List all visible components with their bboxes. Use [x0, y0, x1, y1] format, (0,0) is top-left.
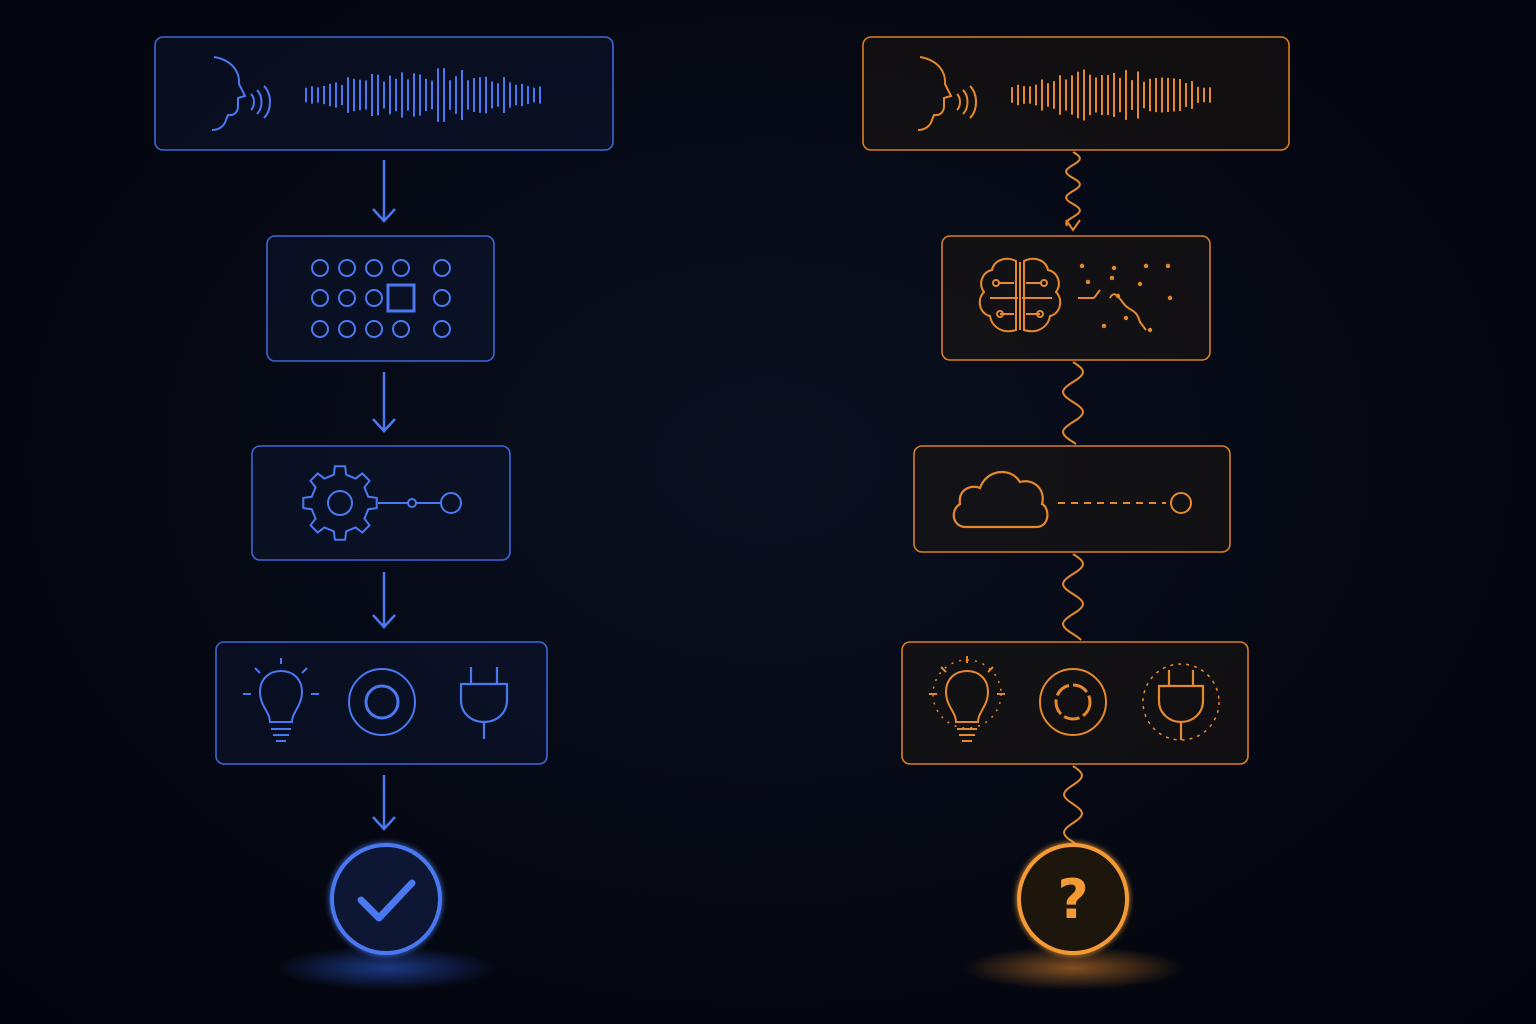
speaker-ring-icon	[1039, 668, 1107, 736]
key-dot	[338, 289, 356, 307]
success-circle	[330, 843, 442, 955]
selected-key	[386, 283, 416, 313]
check-icon	[357, 879, 416, 922]
key-dot	[311, 259, 329, 277]
key-dot	[311, 289, 329, 307]
plug-icon	[459, 667, 509, 739]
light-bulb-icon	[929, 656, 1005, 742]
right-speech-box	[862, 36, 1290, 151]
key-dot	[392, 320, 410, 338]
keypad-grid-icon	[311, 259, 451, 338]
key-dot	[433, 320, 451, 338]
uncertain-glow	[963, 946, 1183, 990]
network-nodes-icon	[1079, 263, 1173, 333]
key-dot	[338, 259, 356, 277]
network-node	[1111, 265, 1117, 271]
uncertain-circle: ?	[1017, 843, 1129, 955]
network-node	[1167, 295, 1173, 301]
right-cloud-box	[913, 445, 1231, 553]
network-node	[1115, 293, 1121, 299]
arrow-icon	[372, 160, 396, 223]
key-dot	[392, 259, 410, 277]
key-dot	[433, 259, 451, 277]
brain-icon	[978, 257, 1101, 333]
arrow-icon	[372, 372, 396, 433]
sound-wave-icon	[1011, 69, 1211, 121]
key-dot	[338, 320, 356, 338]
wavy-connector-icon	[1061, 553, 1085, 641]
arrow-icon	[372, 572, 396, 629]
left-pipeline	[154, 36, 614, 990]
key-dot	[433, 289, 451, 307]
speaking-head-icon	[917, 56, 977, 131]
wavy-connector-icon	[1061, 361, 1085, 445]
dashed-connector-icon	[1058, 492, 1192, 514]
connector-icon	[378, 492, 462, 514]
network-node	[1165, 263, 1171, 269]
gear-icon	[302, 465, 378, 541]
key-dot	[311, 320, 329, 338]
network-node	[1123, 315, 1129, 321]
left-speech-box	[154, 36, 614, 151]
right-devices-box	[901, 641, 1249, 765]
sound-wave-icon	[305, 68, 541, 122]
right-pipeline: ?	[862, 36, 1290, 990]
network-node	[1085, 279, 1091, 285]
success-glow	[276, 946, 496, 990]
left-gear-box	[251, 445, 511, 561]
question-mark: ?	[1057, 868, 1088, 931]
left-devices-box	[215, 641, 548, 765]
network-node	[1137, 281, 1143, 287]
left-keypad-box	[266, 235, 495, 362]
network-node	[1143, 263, 1149, 269]
key-dot	[365, 320, 383, 338]
right-brain-box	[941, 235, 1211, 361]
cloud-icon	[952, 471, 1049, 529]
light-bulb-icon	[243, 658, 319, 742]
network-node	[1079, 263, 1085, 269]
network-node	[1101, 323, 1107, 329]
wavy-connector-icon	[1062, 765, 1084, 845]
network-node	[1109, 275, 1115, 281]
plug-icon	[1142, 663, 1220, 741]
key-dot	[365, 259, 383, 277]
wavy-connector-icon	[1065, 151, 1081, 232]
speaking-head-icon	[211, 56, 271, 131]
key-dot	[365, 289, 383, 307]
arrow-icon	[372, 775, 396, 831]
speaker-ring-icon	[348, 668, 416, 736]
network-node	[1147, 327, 1153, 333]
